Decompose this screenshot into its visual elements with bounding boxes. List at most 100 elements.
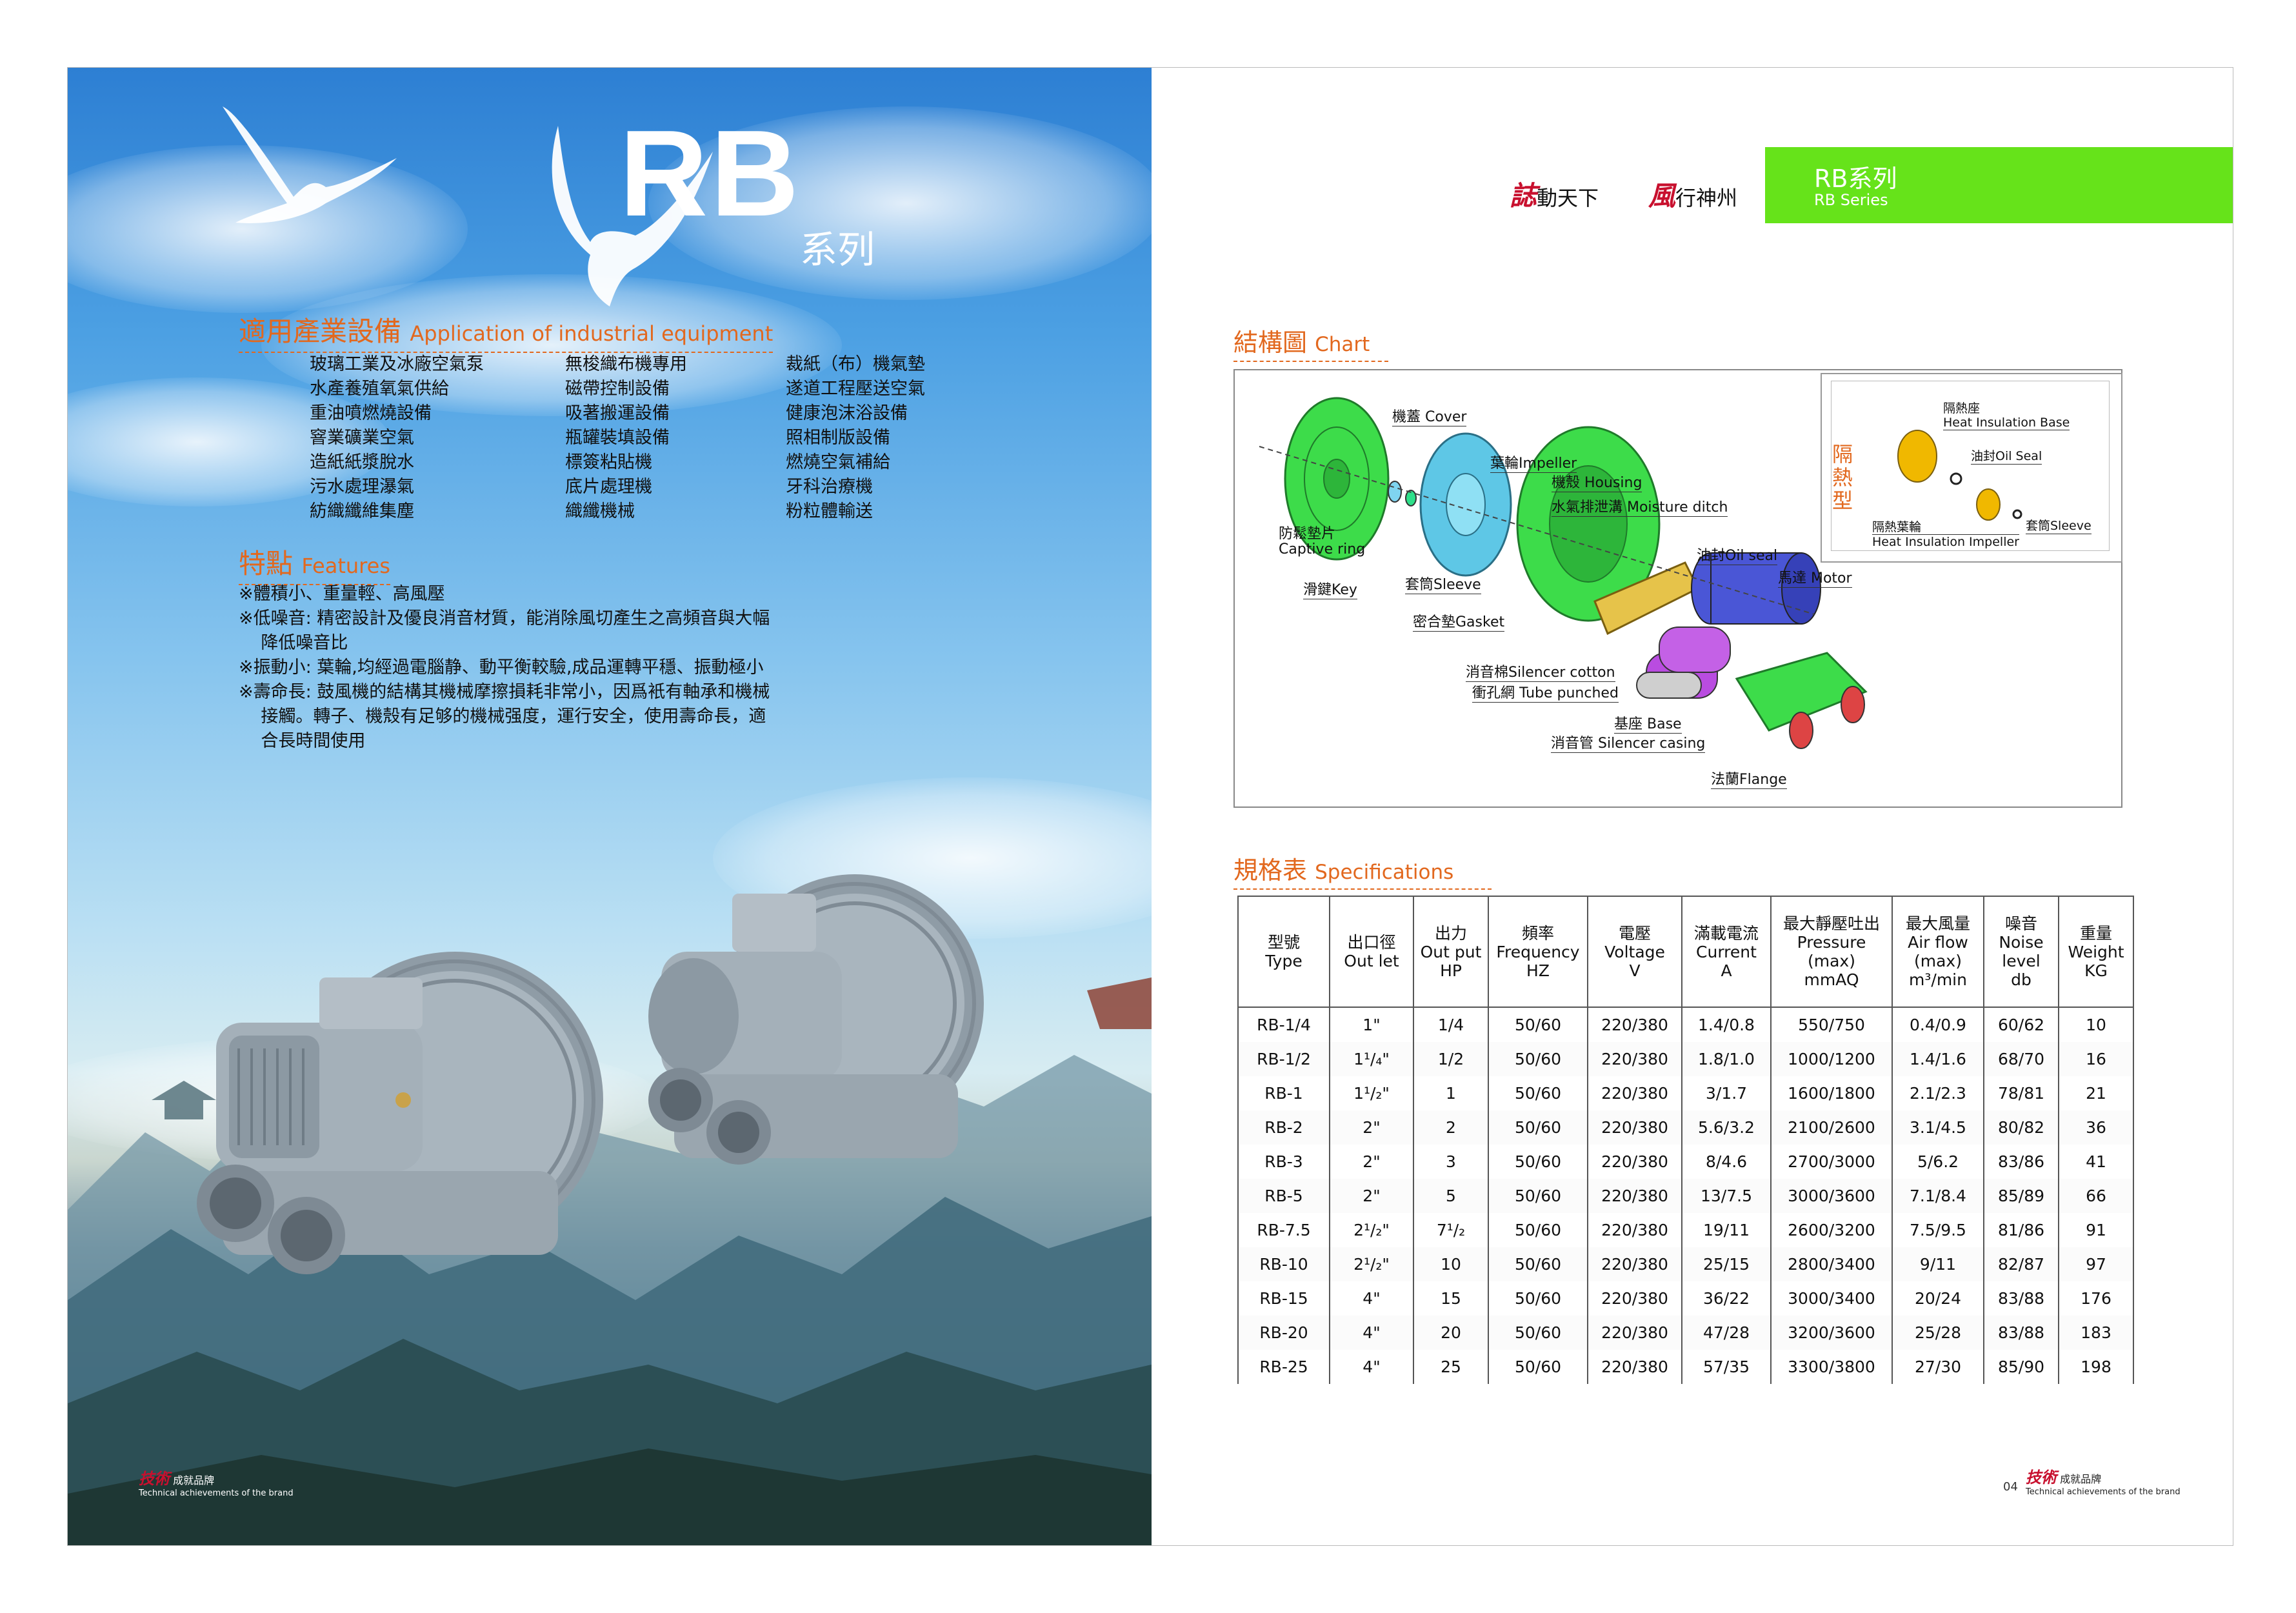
- ring-blower-image: [197, 952, 603, 1274]
- table-cell: 1.4/0.8: [1681, 1007, 1772, 1042]
- table-cell: 183: [2058, 1316, 2134, 1350]
- table-cell: 3/1.7: [1681, 1076, 1772, 1110]
- table-cell: 1¹/₄": [1329, 1042, 1414, 1076]
- list-item: 底片處理機: [565, 477, 652, 497]
- table-cell: 2": [1329, 1145, 1414, 1179]
- applications-col-3: 裁紙（布）機氣墊 遂道工程壓送空氣 健康泡沫浴設備 照相制版設備 燃燒空氣補給 …: [786, 352, 925, 524]
- series-banner-subtitle: RB Series: [1814, 191, 1888, 209]
- label-heat-base: 隔熱座 Heat Insulation Base: [1943, 401, 2070, 430]
- label-heat-oil-seal: 油封Oil Seal: [1971, 446, 2042, 465]
- cell-type: RB-1/2: [1237, 1042, 1330, 1076]
- footer-brand-cn: 技術: [139, 1469, 170, 1488]
- label-heat-base-en: Heat Insulation Base: [1943, 416, 2070, 430]
- table-cell: 57/35: [1681, 1350, 1772, 1384]
- table-cell: 4": [1329, 1281, 1414, 1316]
- table-cell: 1/2: [1413, 1042, 1489, 1076]
- table-cell: 81/86: [1983, 1213, 2059, 1247]
- table-cell: 2": [1329, 1110, 1414, 1145]
- series-banner: [1765, 147, 2233, 223]
- label-flange: 法蘭Flange: [1711, 768, 1787, 789]
- label-housing: 機殼 Housing: [1552, 471, 1642, 492]
- table-cell: 2600/3200: [1770, 1213, 1893, 1247]
- table-cell: 60/62: [1983, 1007, 2059, 1042]
- table-cell: 1000/1200: [1770, 1042, 1893, 1076]
- footer-brand: 技術 成就品牌 Technical achievements of the br…: [2026, 1465, 2181, 1497]
- slogan-2-mark: 風: [1648, 180, 1676, 212]
- cell-type: RB-1: [1237, 1076, 1330, 1110]
- features-list: ※體積小、重量輕、高風壓 ※低噪音: 精密設計及優良消音材質，能消除風切產生之高…: [239, 582, 942, 754]
- features-title-cn: 特點: [239, 548, 294, 579]
- table-cell: 4": [1329, 1350, 1414, 1384]
- page-number: 04: [2003, 1480, 2018, 1494]
- series-banner-title: RB系列: [1814, 165, 1897, 193]
- table-cell: 97: [2058, 1247, 2134, 1281]
- list-item: 紡織纖維集塵: [310, 501, 414, 521]
- table-cell: 78/81: [1983, 1076, 2059, 1110]
- table-cell: 1600/1800: [1770, 1076, 1893, 1110]
- heat-insulation-inner: [1831, 381, 2110, 551]
- table-cell: 20: [1413, 1316, 1489, 1350]
- specs-title-en: Specifications: [1315, 861, 1454, 884]
- table-cell: 220/380: [1587, 1316, 1682, 1350]
- table-cell: 47/28: [1681, 1316, 1772, 1350]
- specs-title-cn: 規格表: [1233, 856, 1308, 885]
- label-oil-seal: 油封Oil seal: [1697, 544, 1778, 565]
- feature-line: 降低噪音比: [239, 633, 348, 653]
- applications-col-1: 玻璃工業及冰廠空氣泵 水產養殖氧氣供給 重油噴燃燒設備 窨業礦業空氣 造紙紙漿脫…: [310, 352, 484, 524]
- table-cell: 3300/3800: [1770, 1350, 1893, 1384]
- table-cell: 41: [2058, 1145, 2134, 1179]
- list-item: 照相制版設備: [786, 428, 890, 448]
- table-cell: 2": [1329, 1179, 1414, 1213]
- list-item: 造紙紙漿脫水: [310, 452, 414, 472]
- list-item: 吸著搬運設備: [565, 403, 670, 423]
- feature-line: 接觸。轉子、機殼有足够的機械强度，運行安全，使用壽命長，適: [239, 706, 766, 726]
- label-captive-ring: 防鬆墊片 Captive ring: [1279, 526, 1365, 557]
- table-cell: 220/380: [1587, 1042, 1682, 1076]
- table-cell: 50/60: [1488, 1316, 1588, 1350]
- table-cell: 50/60: [1488, 1076, 1588, 1110]
- label-captive-ring-en: Captive ring: [1279, 541, 1366, 557]
- table-cell: 50/60: [1488, 1145, 1588, 1179]
- table-cell: 25: [1413, 1350, 1489, 1384]
- dove-icon: [552, 126, 713, 306]
- label-heat-sleeve: 套筒Sleeve: [2026, 516, 2091, 534]
- table-cell: 10: [2058, 1007, 2134, 1042]
- table-cell: 1": [1329, 1007, 1414, 1042]
- table-cell: 2¹/₂": [1329, 1213, 1414, 1247]
- table-cell: 5.6/3.2: [1681, 1110, 1772, 1145]
- label-captive-ring-cn: 防鬆墊片: [1279, 526, 1336, 542]
- label-gasket: 密合墊Gasket: [1413, 610, 1505, 632]
- table-cell: 2.1/2.3: [1892, 1076, 1984, 1110]
- table-cell: 83/86: [1983, 1145, 2059, 1179]
- table-cell: 8/4.6: [1681, 1145, 1772, 1179]
- label-tube-punched: 衝孔網 Tube punched: [1472, 681, 1619, 703]
- table-cell: 85/89: [1983, 1179, 2059, 1213]
- label-heat-base-cn: 隔熱座: [1943, 401, 1981, 416]
- chart-title: 結構圖 Chart: [1233, 323, 1388, 362]
- footer-brand-en: Technical achievements of the brand: [2026, 1487, 2181, 1497]
- list-item: 瓶罐裝填設備: [565, 428, 670, 448]
- table-cell: 2800/3400: [1770, 1247, 1893, 1281]
- ring-blower-image: [648, 874, 984, 1165]
- cell-type: RB-5: [1237, 1179, 1330, 1213]
- list-item: 織纖機械: [565, 501, 635, 521]
- dove-icon: [223, 106, 397, 223]
- table-cell: 176: [2058, 1281, 2134, 1316]
- table-cell: 13/7.5: [1681, 1179, 1772, 1213]
- chart-title-cn: 結構圖: [1233, 328, 1308, 357]
- table-cell: 50/60: [1488, 1110, 1588, 1145]
